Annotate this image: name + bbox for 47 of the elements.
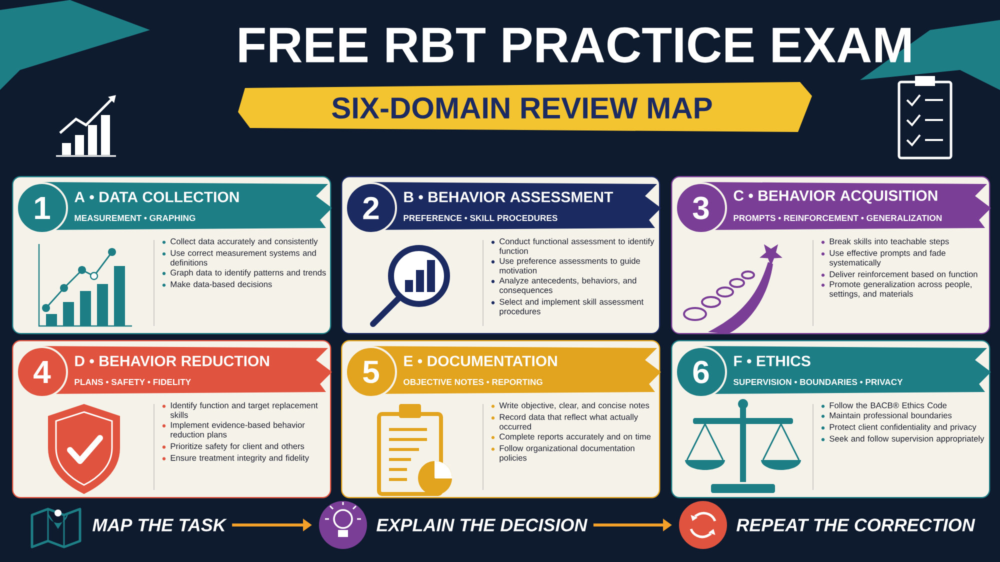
card-heading: E • DOCUMENTATION: [404, 356, 557, 366]
bullet-item: Implement evidence-based behavior reduction plans: [162, 422, 305, 440]
bullet-item: Protect client confidentiality and privacy: [821, 424, 976, 432]
bullet-item: Promote generalization across people, settings, and materials: [821, 281, 972, 298]
bullet-item: Use correct measurement systems and definitions: [162, 250, 316, 266]
bullet-item: Complete reports accurately and on time: [491, 433, 651, 442]
number-badge: 4: [16, 346, 68, 398]
bullet-item: Graph data to identify patterns and trends: [162, 269, 326, 278]
bullet-item: Follow organizational documentation policies: [491, 445, 634, 462]
subtitle-banner: SIX-DOMAIN REVIEW MAP: [238, 82, 812, 132]
bullet-item: Follow the BACB® Ethics Code: [821, 402, 947, 408]
number-badge: 3: [675, 182, 727, 234]
card-heading: D • BEHAVIOR REDUCTION: [75, 356, 269, 366]
bullet-item: Identify function and target replacement skills: [162, 402, 318, 418]
card-heading: C • BEHAVIOR ACQUISITION: [734, 190, 938, 204]
bullet-item: Deliver reinforcement based on function: [821, 271, 978, 278]
card-subheading: PROMPTS • REINFORCEMENT • GENERALIZATION: [734, 214, 942, 222]
card-subheading: PREFERENCE • SKILL PROCEDURES: [404, 214, 558, 222]
number-badge: 5: [345, 346, 397, 398]
number-badge: 6: [675, 346, 727, 398]
card-heading: F • ETHICS: [734, 356, 810, 366]
bullet-item: Analyze antecedents, behaviors, and consequences: [491, 277, 636, 295]
bullet-item: Use preference assessments to guide motivation: [491, 258, 640, 274]
bullet-item: Maintain professional boundaries: [821, 412, 952, 420]
card-subheading: OBJECTIVE NOTES • REPORTING: [404, 378, 542, 386]
card-subheading: MEASUREMENT • GRAPHING: [74, 214, 196, 222]
bullet-item: Conduct functional assessment to identify function: [491, 238, 654, 254]
card-subheading: PLANS • SAFETY • FIDELITY: [74, 378, 191, 386]
bullet-item: Collect data accurately and consistently: [162, 238, 318, 246]
bullet-item: Ensure treatment integrity and fidelity: [162, 454, 310, 462]
bullet-item: Prioritize safety for client and others: [162, 443, 304, 451]
bullet-item: Record data that reflect what actually occurred: [491, 414, 638, 430]
number-badge: 2: [345, 182, 397, 234]
bullet-item: Use effective prompts and fade systematically: [821, 250, 946, 268]
step-label: REPEAT THE CORRECTION: [736, 518, 976, 532]
card-subheading: SUPERVISION • BOUNDARIES • PRIVACY: [733, 378, 903, 386]
step-label: MAP THE TASK: [92, 518, 227, 532]
title: FREE RBT PRACTICE EXAM: [239, 27, 910, 63]
bullet-item: Select and implement skill assessment procedures: [491, 298, 644, 316]
bullet-item: Break skills into teachable steps: [821, 238, 949, 246]
number-badge: 1: [16, 182, 68, 234]
bullet-item: Seek and follow supervision appropriately: [821, 435, 984, 444]
card-heading: A • DATA COLLECTION: [74, 192, 239, 202]
step-label: EXPLAIN THE DECISION: [376, 518, 588, 532]
card-heading: B • BEHAVIOR ASSESSMENT: [404, 192, 614, 202]
bullet-item: Make data-based decisions: [162, 281, 272, 288]
bullet-item: Write objective, clear, and concise notes: [491, 402, 650, 410]
